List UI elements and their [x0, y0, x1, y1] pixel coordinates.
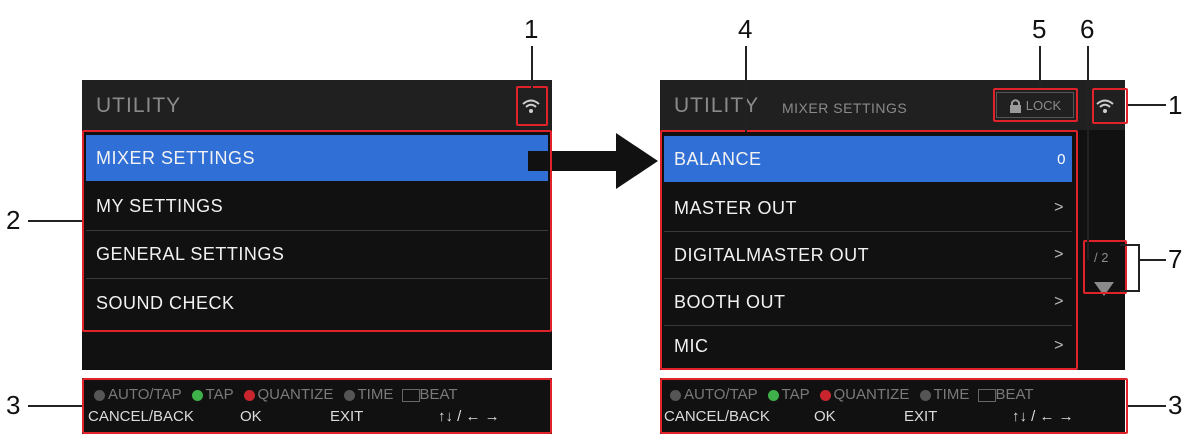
wifi-icon [522, 99, 540, 113]
scroll-down-icon[interactable] [1094, 282, 1114, 296]
callout-3-right: 3 [1168, 390, 1183, 420]
left-title-bar: UTILITY [82, 80, 552, 130]
balance-value: 0 [1057, 150, 1066, 168]
right-subtitle: MIXER SETTINGS [782, 100, 908, 116]
callout-6: 6 [1080, 14, 1095, 44]
menu-item-balance[interactable]: BALANCE 0 [664, 136, 1072, 182]
right-screen: UTILITY MIXER SETTINGS LOCK BALANCE 0 MA… [660, 80, 1125, 370]
leader-2 [28, 220, 82, 222]
tap-icon [191, 389, 203, 401]
beat-icon [977, 388, 996, 402]
auto-tap-icon [670, 389, 681, 401]
callout-box-1-left [516, 86, 548, 126]
navigation-arrows-label: ↑↓ / ← → [1012, 408, 1074, 425]
ok-label: OK [814, 408, 836, 425]
leader-3-right [1128, 405, 1166, 407]
cancel-back-label: CANCEL/BACK [88, 408, 194, 425]
callout-2: 2 [6, 205, 21, 235]
menu-item-sound-check[interactable]: SOUND CHECK [96, 292, 235, 313]
beat-icon [401, 388, 420, 402]
bracket-7-vertical [1138, 244, 1140, 292]
time-icon [919, 389, 931, 401]
left-screen: UTILITY MIXER SETTINGS MY SETTINGS GENER… [82, 80, 552, 370]
chevron-right-icon: > [1054, 246, 1064, 263]
right-title: UTILITY [674, 94, 760, 117]
bracket-7-top [1120, 244, 1140, 246]
callout-box-3-right [660, 378, 1128, 434]
menu-item-general-settings[interactable]: GENERAL SETTINGS [86, 231, 548, 279]
cancel-back-label: CANCEL/BACK [664, 408, 770, 425]
quantize-icon [819, 389, 831, 401]
wifi-icon [1096, 99, 1114, 113]
left-footer-row1: AUTO/TAP TAP QUANTIZE TIME BEAT [94, 386, 458, 403]
callout-3-left: 3 [6, 390, 21, 420]
time-icon [343, 389, 355, 401]
callout-box-5 [993, 88, 1078, 122]
leader-5 [1039, 46, 1041, 88]
leader-7 [1140, 259, 1166, 261]
chevron-right-icon: > [1054, 293, 1064, 310]
navigation-arrows-label: ↑↓ / ← → [438, 408, 500, 425]
right-footer-row1: AUTO/TAP TAP QUANTIZE TIME BEAT [670, 386, 1034, 403]
leader-6 [1087, 46, 1089, 260]
quantize-icon [243, 389, 255, 401]
exit-label: EXIT [330, 408, 364, 425]
chevron-right-icon: > [1054, 337, 1064, 354]
menu-item-master-out[interactable]: MASTER OUT > [664, 185, 1072, 232]
menu-item-digitalmaster-out[interactable]: DIGITALMASTER OUT > [664, 232, 1072, 279]
right-footer: AUTO/TAP TAP QUANTIZE TIME BEAT CANCEL/B… [660, 378, 1125, 434]
callout-box-3-left [82, 378, 552, 434]
bracket-7-bottom [1120, 290, 1140, 292]
page-indicator: / 2 [1094, 250, 1109, 265]
callout-5: 5 [1032, 14, 1047, 44]
callout-4: 4 [738, 14, 753, 44]
menu-item-mic[interactable]: MIC > [674, 335, 1064, 356]
callout-1-right: 1 [1168, 90, 1183, 120]
menu-item-booth-out[interactable]: BOOTH OUT > [664, 279, 1072, 326]
left-title: UTILITY [96, 94, 182, 117]
leader-1-left [531, 46, 533, 88]
leader-3-left [28, 405, 82, 407]
callout-box-6 [1083, 240, 1127, 294]
leader-1-right [1128, 104, 1166, 106]
left-footer: AUTO/TAP TAP QUANTIZE TIME BEAT CANCEL/B… [82, 378, 552, 434]
exit-label: EXIT [904, 408, 938, 425]
menu-item-mixer-settings[interactable]: MIXER SETTINGS [86, 135, 548, 181]
callout-1-left: 1 [524, 14, 539, 44]
chevron-right-icon: > [1054, 199, 1064, 216]
callout-box-4 [660, 130, 1078, 370]
auto-tap-icon [94, 389, 105, 401]
menu-item-my-settings[interactable]: MY SETTINGS [86, 183, 548, 231]
ok-label: OK [240, 408, 262, 425]
lock-button[interactable]: LOCK [996, 92, 1074, 118]
tap-icon [767, 389, 779, 401]
leader-4 [745, 46, 747, 132]
lock-icon [1009, 98, 1021, 113]
callout-box-1-right [1092, 88, 1128, 124]
callout-7: 7 [1168, 244, 1183, 274]
callout-box-2 [82, 130, 552, 332]
